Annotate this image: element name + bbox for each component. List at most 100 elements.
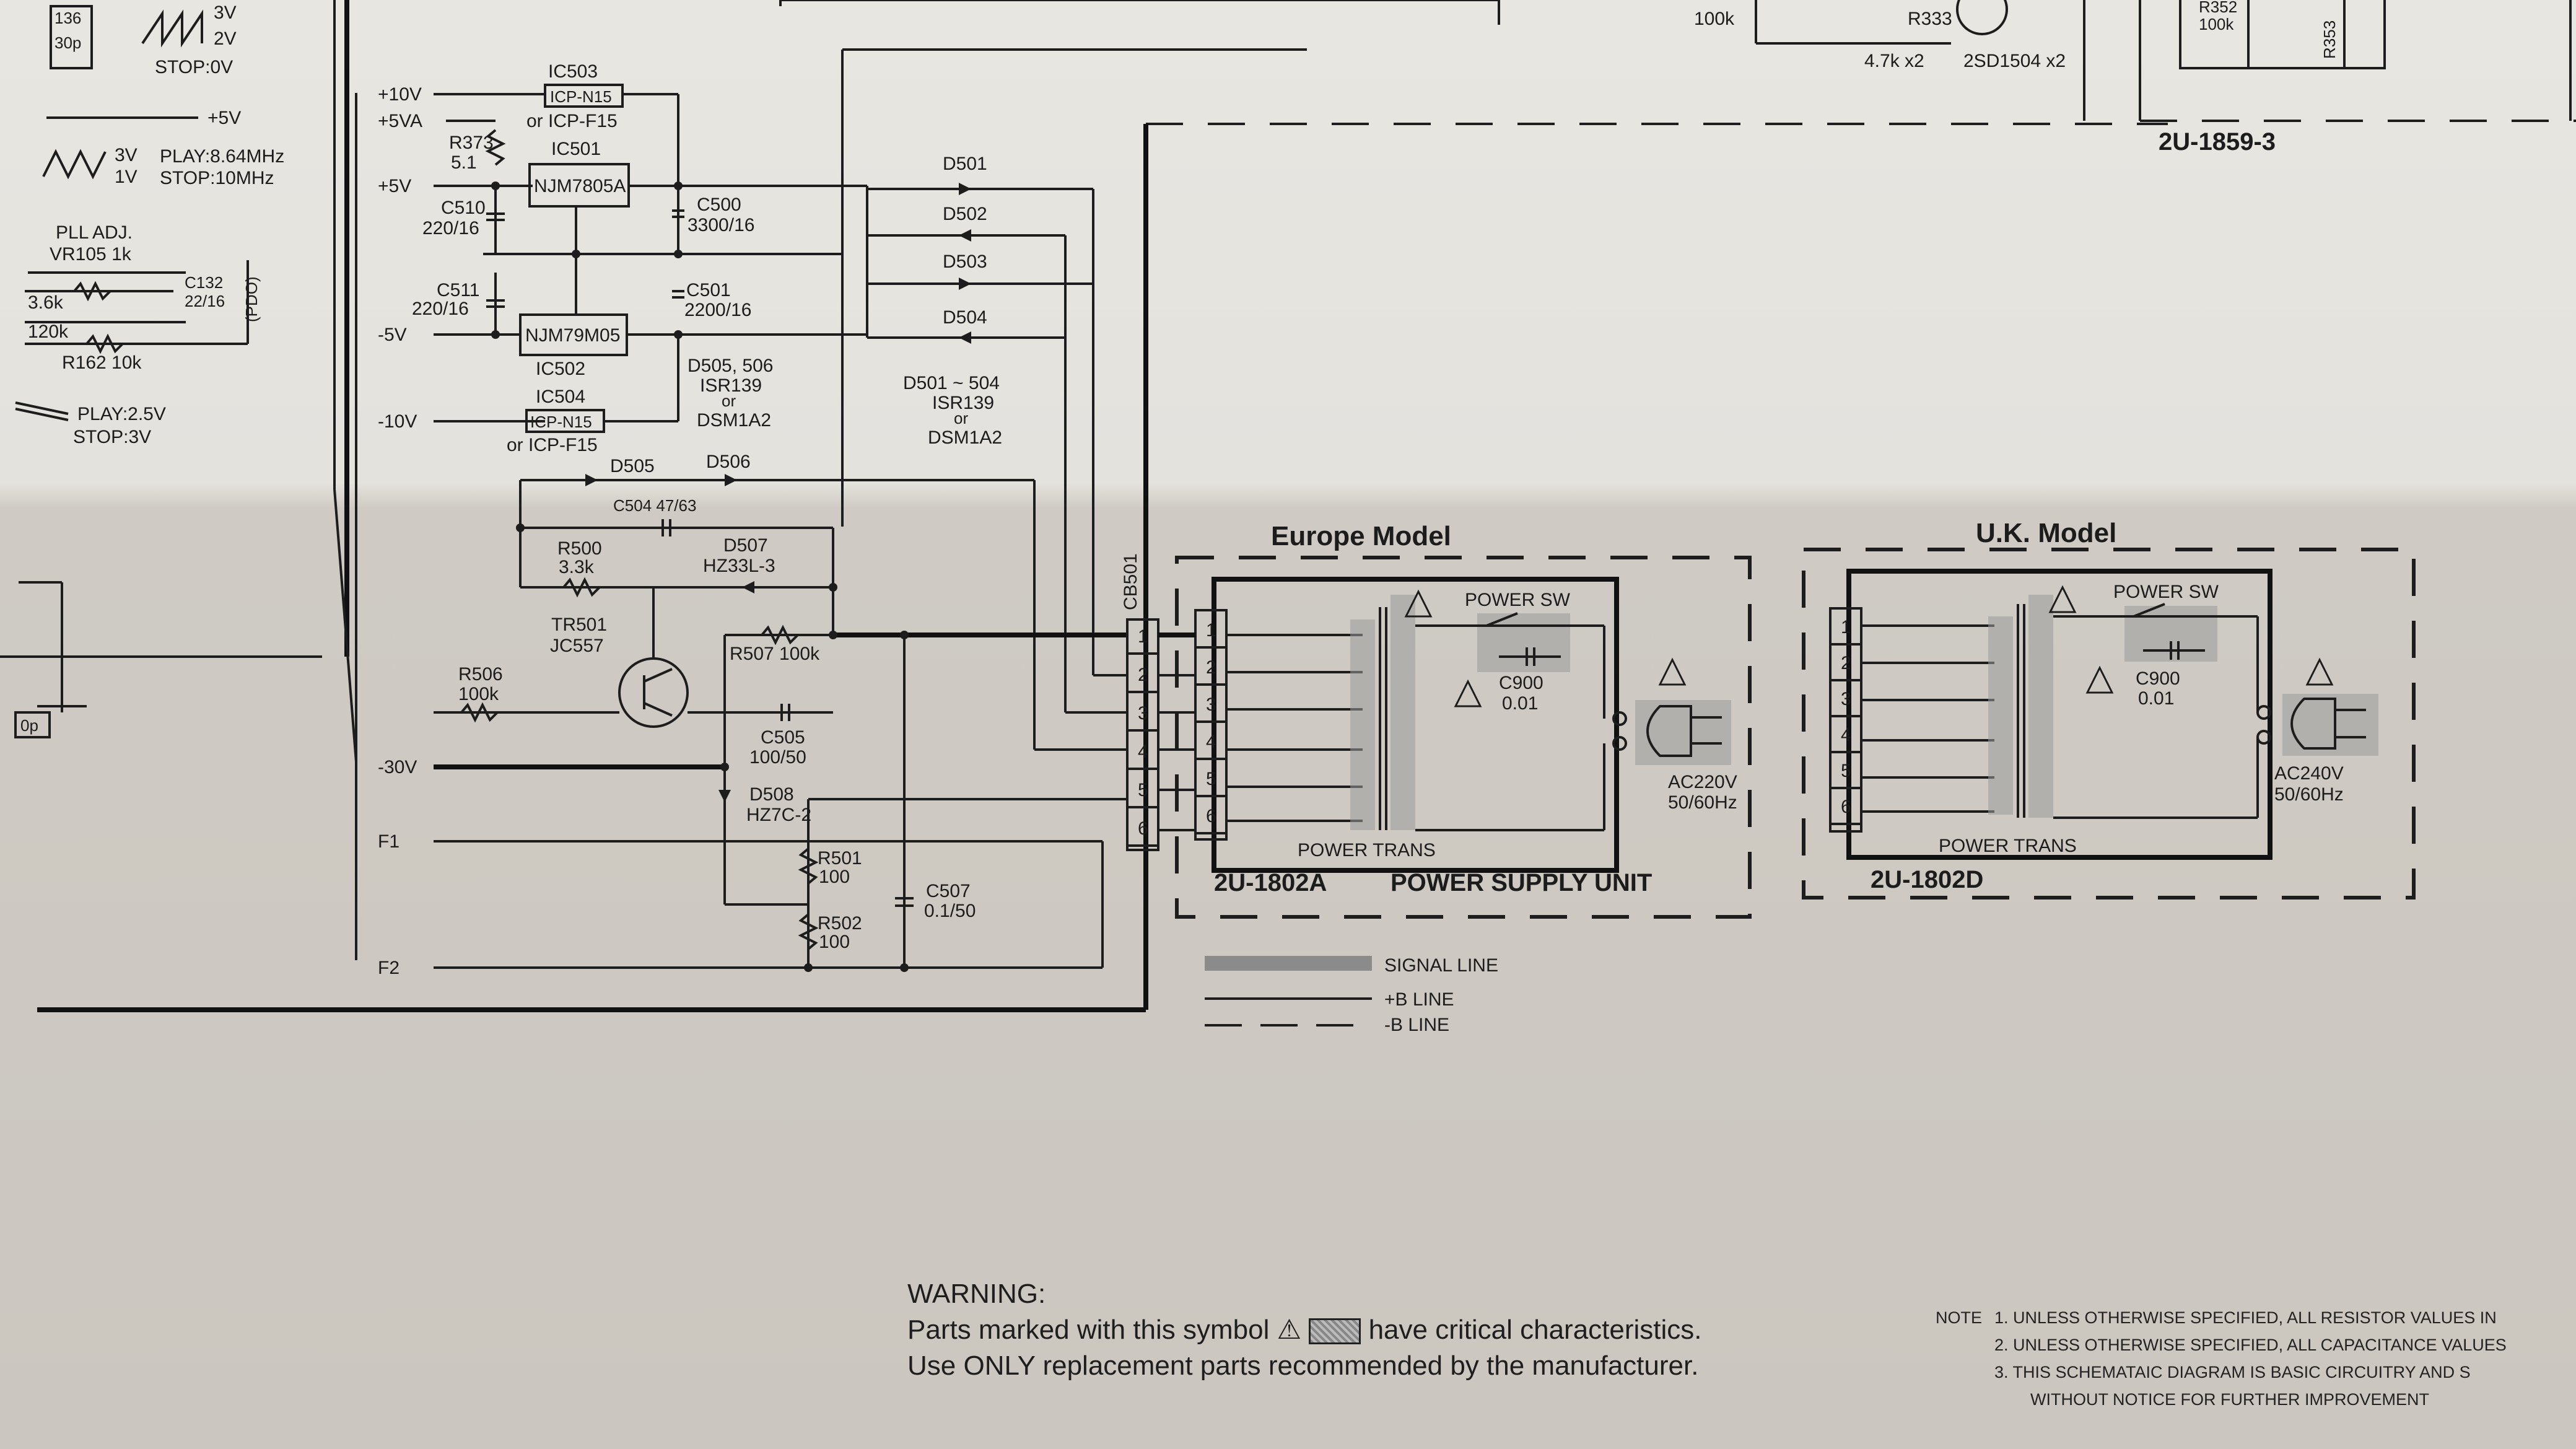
uk-freq-label: 50/60Hz <box>2274 784 2344 805</box>
play-2v-label: 2V <box>214 28 237 49</box>
minus30v-section: D505 D506 C504 47/63 R500 3.3k D507 HZ33… <box>434 452 1127 972</box>
r333-label: R333 <box>1908 9 1952 29</box>
r507-label: R507 100k <box>730 644 820 664</box>
r501-label: R501 <box>818 848 862 869</box>
ic503-label: IC503 <box>548 61 598 82</box>
uk-dashed-border <box>1802 548 2416 900</box>
cb501-label: CB501 <box>1120 553 1141 610</box>
europe-ac-plug-icon <box>1646 705 1692 757</box>
ic504-part-label: ICP-N15 <box>530 413 592 431</box>
r162-label: R162 10k <box>62 352 142 373</box>
r352-label: R352 <box>2199 0 2237 16</box>
d504-diode-icon <box>959 331 971 344</box>
r136-label: 136 <box>55 9 81 27</box>
board-2u1859-label: 2U-1859-3 <box>2159 128 2276 155</box>
europe-connector-pin-2: 2 <box>1206 657 1216 678</box>
europe-freq-label: 50/60Hz <box>1668 792 1737 813</box>
uk-connector-pin-5: 5 <box>1841 761 1851 781</box>
uk-trans-secondary-shade <box>2028 595 2053 818</box>
ic502-part-label: NJM79M05 <box>525 325 620 346</box>
note-1: 1. UNLESS OTHERWISE SPECIFIED, ALL RESIS… <box>1994 1308 2497 1327</box>
uk-plug-warning-icon <box>2305 657 2334 686</box>
minus30v-label: -30V <box>378 757 417 777</box>
r353-label: R353 <box>2320 20 2339 59</box>
isr139-b-label: ISR139 <box>932 393 994 413</box>
minus10v-label: -10V <box>378 411 417 432</box>
ic503-alt-label: or ICP-F15 <box>526 111 618 131</box>
europe-c900-value: 0.01 <box>1502 693 1538 714</box>
plus5v-label: +5V <box>378 176 411 196</box>
notes-head: NOTE <box>1936 1308 1983 1327</box>
stop-0v-label: STOP:0V <box>155 57 233 77</box>
europe-plug-warning-icon <box>1658 657 1687 686</box>
warning-line-1a: Parts marked with this symbol <box>907 1315 1270 1345</box>
ic503-box <box>544 84 624 108</box>
edge-component-box <box>14 711 51 738</box>
c500-value: 3300/16 <box>688 215 754 235</box>
d507-label: D507 <box>723 535 768 556</box>
europe-unit-label: POWER SUPPLY UNIT <box>1391 869 1652 896</box>
europe-warning-triangle-icon <box>1404 589 1433 618</box>
left-bus <box>37 0 2168 1012</box>
europe-trans-label: POWER TRANS <box>1298 840 1436 860</box>
c504-label: C504 47/63 <box>613 496 696 515</box>
warning-line-1b: have critical characteristics. <box>1368 1315 1702 1345</box>
r502-value: 100 <box>819 932 850 952</box>
plus-b-line-label: +B LINE <box>1384 989 1454 1010</box>
jc557-label: JC557 <box>550 636 604 656</box>
d508-label: D508 <box>749 784 794 805</box>
tr501-label: TR501 <box>551 615 607 635</box>
r502-label: R502 <box>818 913 862 934</box>
r501-value: 100 <box>819 867 850 887</box>
note-2: 2. UNLESS OTHERWISE SPECIFIED, ALL CAPAC… <box>1994 1336 2507 1354</box>
europe-plug-shade <box>1635 700 1731 765</box>
minus-b-line-label: -B LINE <box>1384 1015 1449 1035</box>
c507-label: C507 <box>926 881 971 901</box>
rail-labels: +10V +5VA +5V -5V -10V -30V F1 F2 <box>378 84 1102 978</box>
d505-506-label: D505, 506 <box>688 356 773 376</box>
play-3v-label: 3V <box>214 2 237 23</box>
signal-line-label: SIGNAL LINE <box>1384 955 1498 976</box>
osc-1v-label: 1V <box>115 167 138 187</box>
dsm1a2-a-label: DSM1A2 <box>697 410 771 431</box>
plus10v-label: +10V <box>378 84 422 105</box>
europe-ac-label: AC220V <box>1668 772 1737 792</box>
or-b-label: or <box>954 409 968 427</box>
d502-diode-icon <box>959 229 971 242</box>
d501-label: D501 <box>943 154 987 174</box>
top-right-partial: 100k R333 4.7k x2 2SD1504 x2 R352 100k R… <box>1694 0 2576 155</box>
c511-label: C511 <box>437 280 480 300</box>
r506-label: R506 <box>458 664 503 685</box>
top-right-box <box>2179 0 2386 69</box>
c505-value: 100/50 <box>749 747 806 768</box>
uk-c900-label: C900 <box>2136 668 2180 689</box>
d503-label: D503 <box>943 252 987 272</box>
cb501-box <box>1126 618 1159 851</box>
uk-board-label: 2U-1802D <box>1871 866 1983 893</box>
uk-warning-triangle-icon <box>2048 585 2077 613</box>
r-3-6k-label: 3.6k <box>28 292 64 313</box>
d503-diode-icon <box>959 278 971 290</box>
r506-value: 100k <box>458 684 499 704</box>
d505-label: D505 <box>610 456 655 476</box>
uk-trans-primary-shade <box>1988 616 2013 815</box>
c500-label: C500 <box>697 195 741 215</box>
europe-warning-triangle-icon-2 <box>1454 679 1482 707</box>
r500-value: 3.3k <box>559 557 595 577</box>
c501-value: 2200/16 <box>684 300 751 320</box>
uk-connector-pin-6: 6 <box>1841 797 1851 817</box>
uk-power-sw-label: POWER SW <box>2113 582 2219 602</box>
uk-connector-pin-4: 4 <box>1841 725 1851 745</box>
c507-value: 0.1/50 <box>924 901 976 921</box>
warning-line-2: Use ONLY replacement parts recommended b… <box>907 1351 1699 1381</box>
uk-trans-label: POWER TRANS <box>1939 836 2077 856</box>
hz33l-label: HZ33L-3 <box>703 556 775 576</box>
europe-title: Europe Model <box>1271 521 1451 551</box>
minus5v-label: -5V <box>378 325 407 345</box>
osc-3v-label: 3V <box>115 145 138 165</box>
osc-stop-label: STOP:10MHz <box>160 168 274 188</box>
uk-warning-triangle-icon-2 <box>2085 665 2114 694</box>
